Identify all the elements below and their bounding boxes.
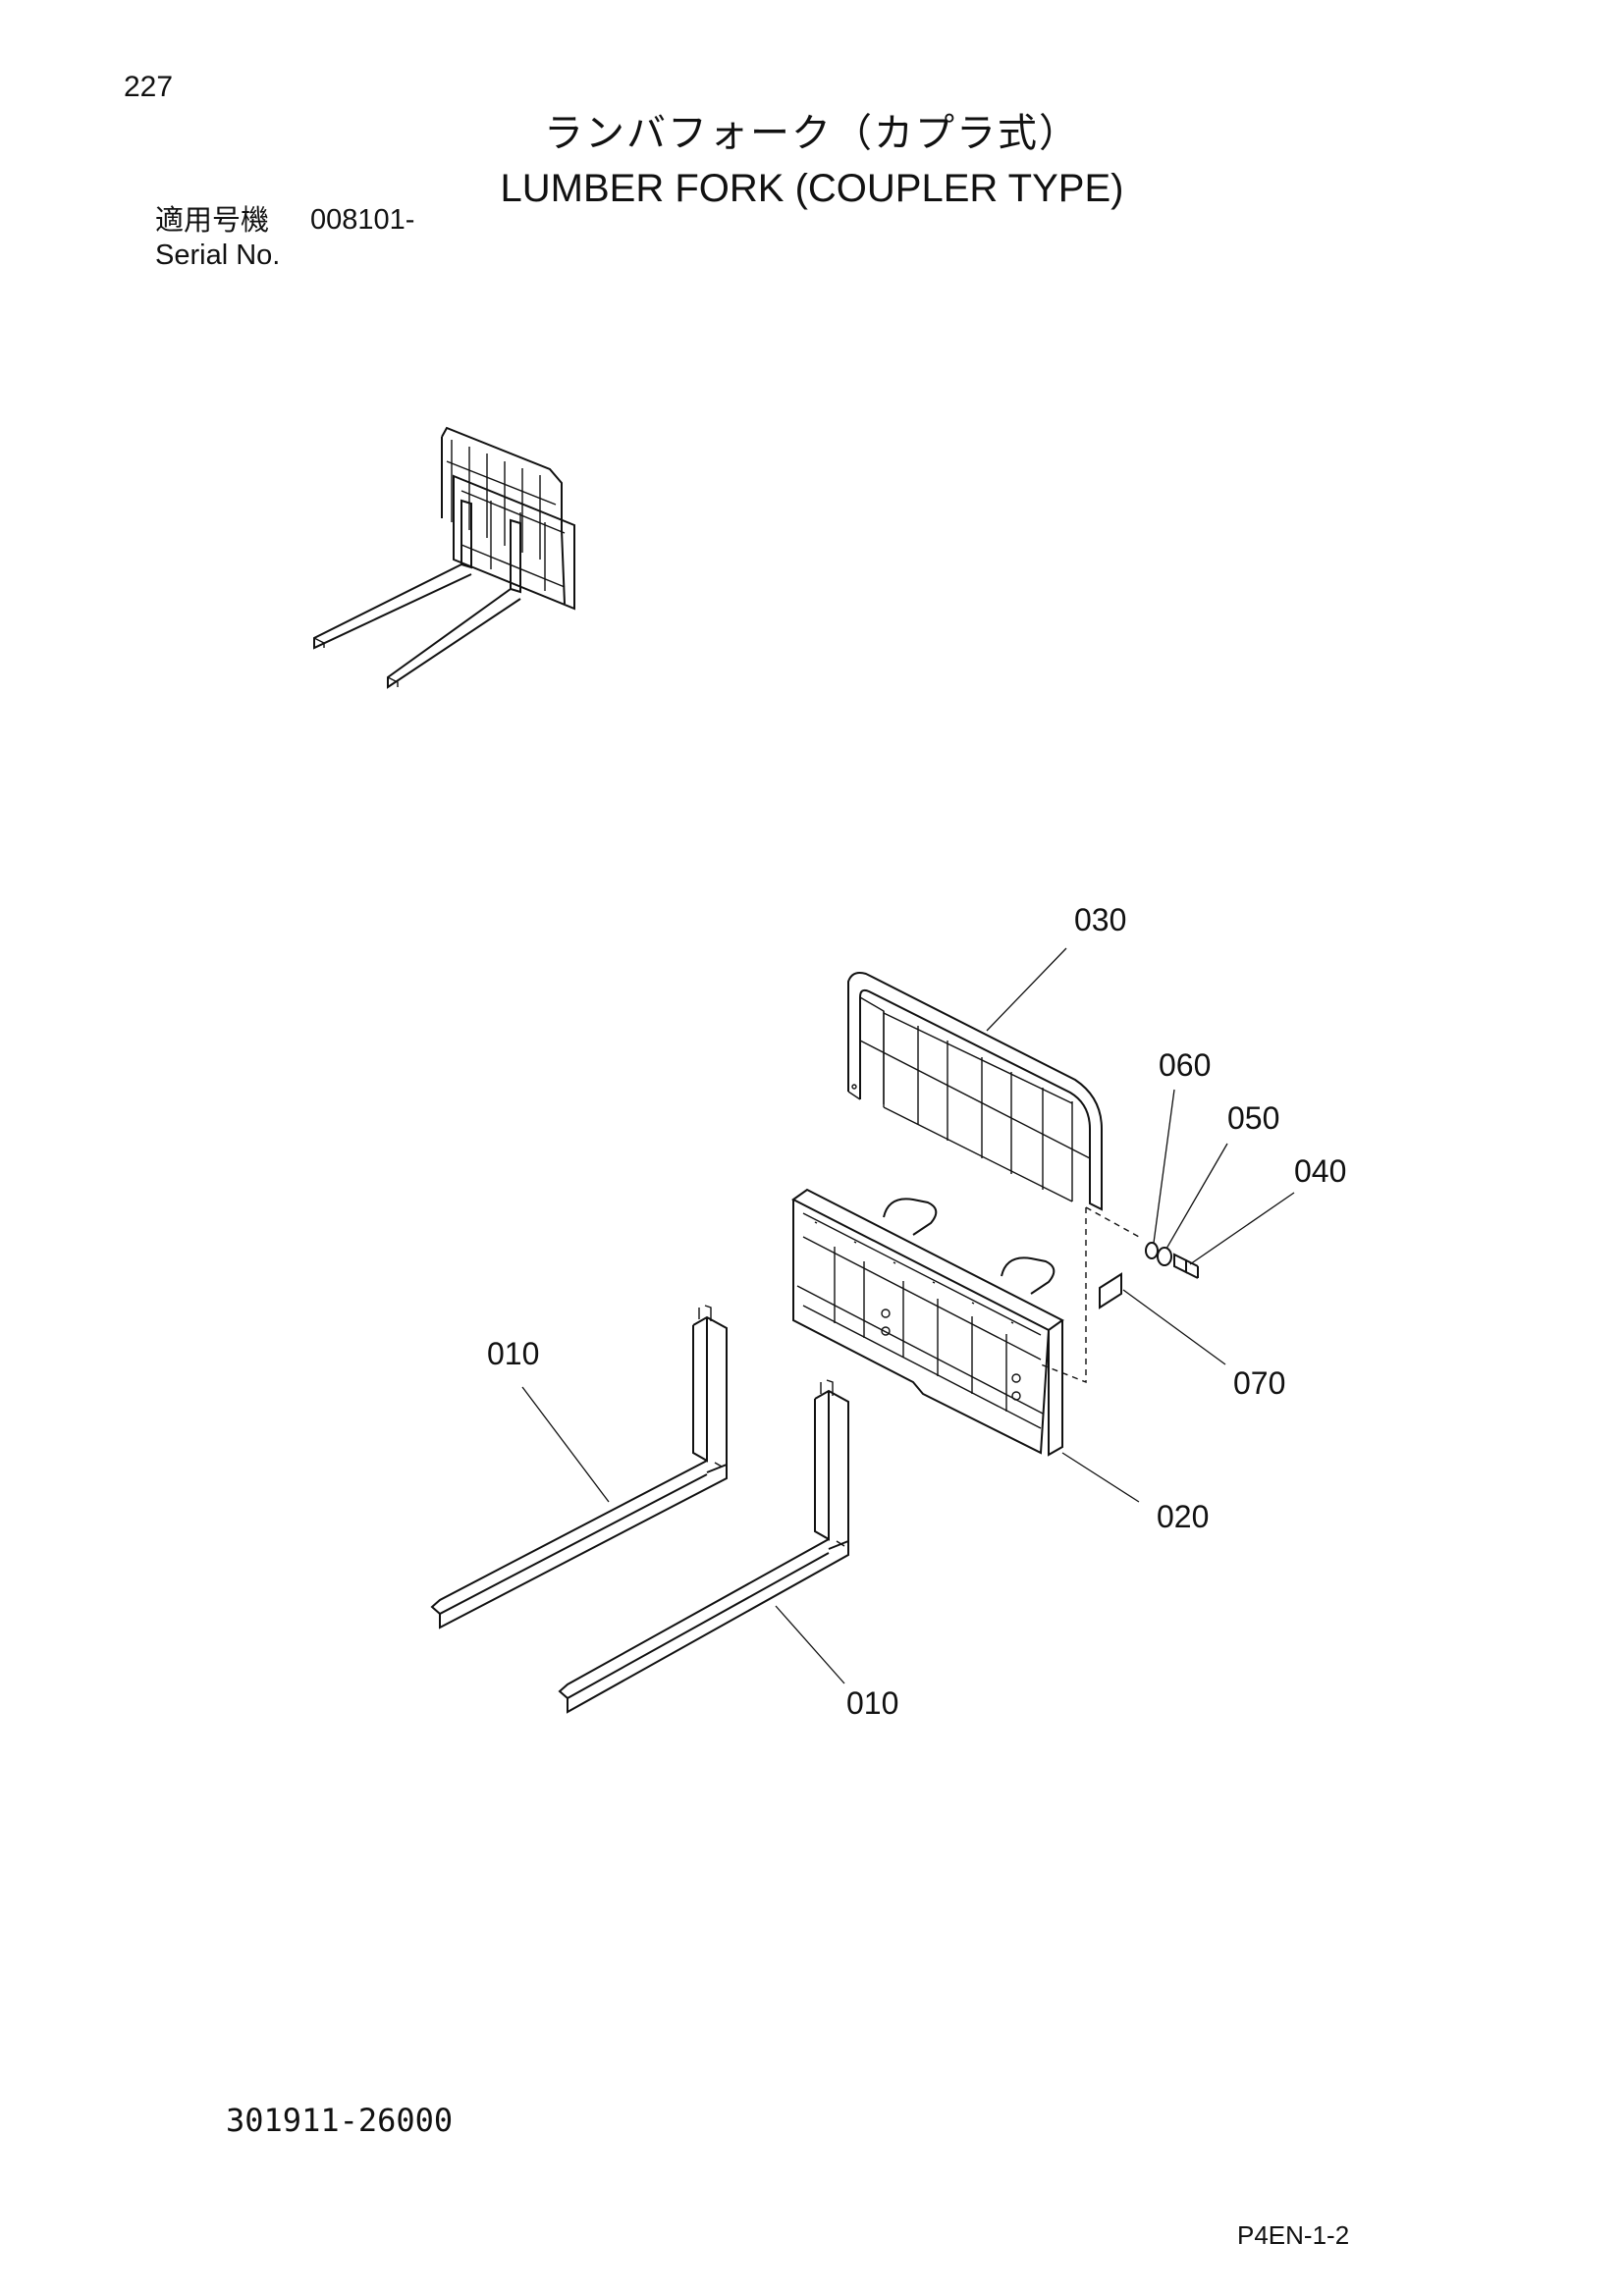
part-030-backrest — [847, 972, 1103, 1211]
assembly-overview-illustration — [313, 426, 575, 689]
callout-010-bottom: 010 — [846, 1685, 898, 1721]
page-title-english: LUMBER FORK (COUPLER TYPE) — [500, 167, 1124, 210]
callout-060: 060 — [1159, 1047, 1211, 1083]
part-hardware-bolt-washers — [1145, 1242, 1199, 1279]
callout-leaders — [521, 947, 1295, 1684]
callout-070: 070 — [1233, 1365, 1285, 1401]
serial-label-japanese: 適用号機 — [155, 203, 270, 237]
callout-030: 030 — [1074, 902, 1126, 937]
callout-040: 040 — [1294, 1153, 1346, 1189]
part-070-plate — [1099, 1272, 1122, 1309]
page-code: P4EN-1-2 — [1237, 2220, 1350, 2250]
part-010-fork-bottom — [558, 1379, 849, 1714]
part-020-carriage — [791, 1188, 1140, 1457]
drawing-number: 301911-26000 — [226, 2102, 454, 2139]
callout-010-left: 010 — [487, 1336, 539, 1371]
page-title-japanese: ランバフォーク（カプラ式） — [544, 111, 1080, 156]
callout-050: 050 — [1227, 1100, 1279, 1136]
serial-range: 008101- — [310, 204, 415, 236]
part-010-fork-left — [430, 1305, 728, 1629]
serial-label-english: Serial No. — [155, 240, 281, 271]
callout-020: 020 — [1157, 1499, 1209, 1534]
page-number: 227 — [124, 71, 174, 103]
